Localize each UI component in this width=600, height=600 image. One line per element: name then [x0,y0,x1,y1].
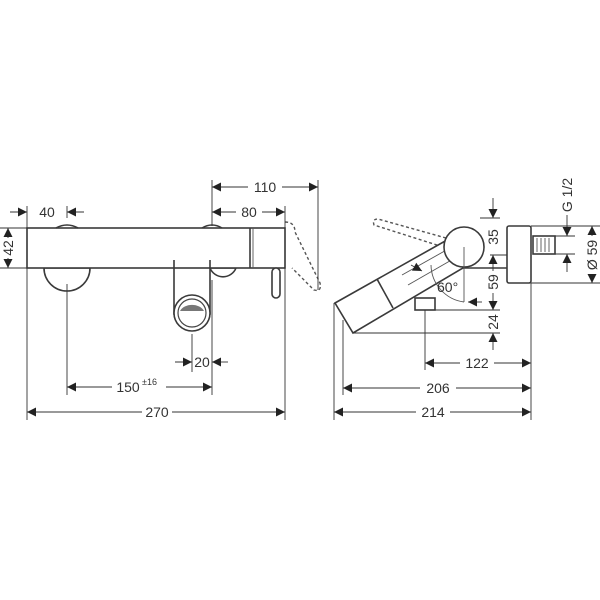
angle-60: 60° [437,279,458,295]
bottom-outlet [414,297,436,311]
dim-270: 270 [145,404,169,420]
left-cap [43,267,91,292]
dim-59-vertical: 59 [485,274,501,290]
dim-20: 20 [194,354,210,370]
dim-24: 24 [485,314,501,330]
thread-connector [532,235,556,255]
front-view [26,221,322,332]
wall-connector [506,225,532,284]
dim-35: 35 [485,229,501,245]
dim-122: 122 [465,355,489,371]
mixer-body [26,227,286,269]
dim-214: 214 [421,404,445,420]
dim-110: 110 [254,179,277,195]
dim-80: 80 [241,204,257,220]
right-cap [208,267,238,278]
dim-diameter-59: Ø 59 [584,240,600,271]
side-view: 60° [333,218,556,335]
lever [271,267,281,299]
spout-body [333,238,465,335]
dim-42: 42 [0,240,16,256]
dim-206: 206 [426,380,450,396]
side-dimensions: 35 59 24 G 1/2 Ø 59 122 206 214 [333,178,600,421]
outlet-aerator [173,294,211,332]
front-dimensions: 40 42 110 80 20 150 ±16 270 [0,178,319,421]
aerator-mesh-icon [180,304,204,311]
dim-40: 40 [39,204,55,220]
dim-150: 150 [116,379,140,395]
dim-150-tolerance: ±16 [142,377,157,387]
thread-label: G 1/2 [559,178,575,212]
